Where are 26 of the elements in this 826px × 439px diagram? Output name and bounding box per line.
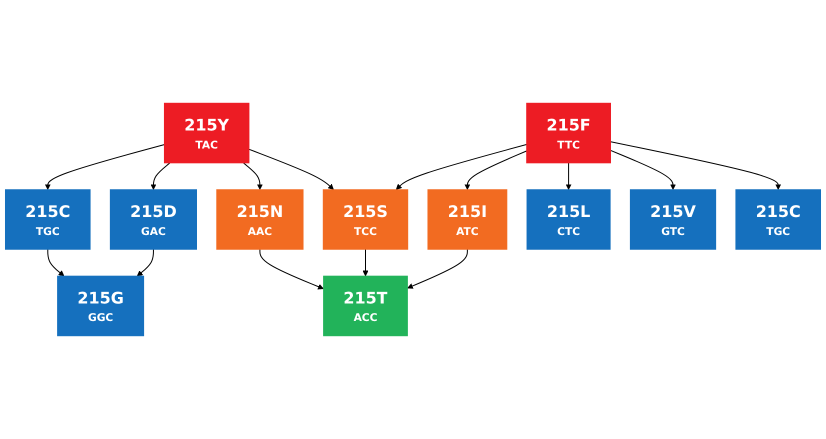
arrow <box>44 144 165 190</box>
node-box: 215L CTC <box>526 189 611 250</box>
node-box: 215S TCC <box>322 189 408 250</box>
node-box: 215C TGC <box>735 189 822 250</box>
arrow <box>243 162 263 190</box>
node-box: 215T ACC <box>323 276 408 336</box>
node-box: 215V GTC <box>630 189 716 250</box>
node-box: 215F TTC <box>526 102 611 164</box>
node-box: 215I ATC <box>427 189 508 250</box>
arrow <box>136 248 154 276</box>
arrow <box>259 248 324 290</box>
arrow <box>248 148 334 190</box>
arrow <box>407 248 468 289</box>
node-box: 215D GAC <box>110 189 197 250</box>
node-box: 215G GGC <box>57 276 144 336</box>
arrow <box>362 248 368 276</box>
arrow <box>47 248 64 276</box>
arrow <box>396 144 528 190</box>
arrow <box>150 162 170 190</box>
node-box: 215N AAC <box>216 189 304 250</box>
node-box: 215Y TAC <box>164 102 250 164</box>
node-box: 215C TGC <box>4 189 91 250</box>
arrow <box>464 150 528 190</box>
arrow <box>610 141 782 190</box>
arrow <box>610 150 676 190</box>
arrow <box>566 162 572 190</box>
